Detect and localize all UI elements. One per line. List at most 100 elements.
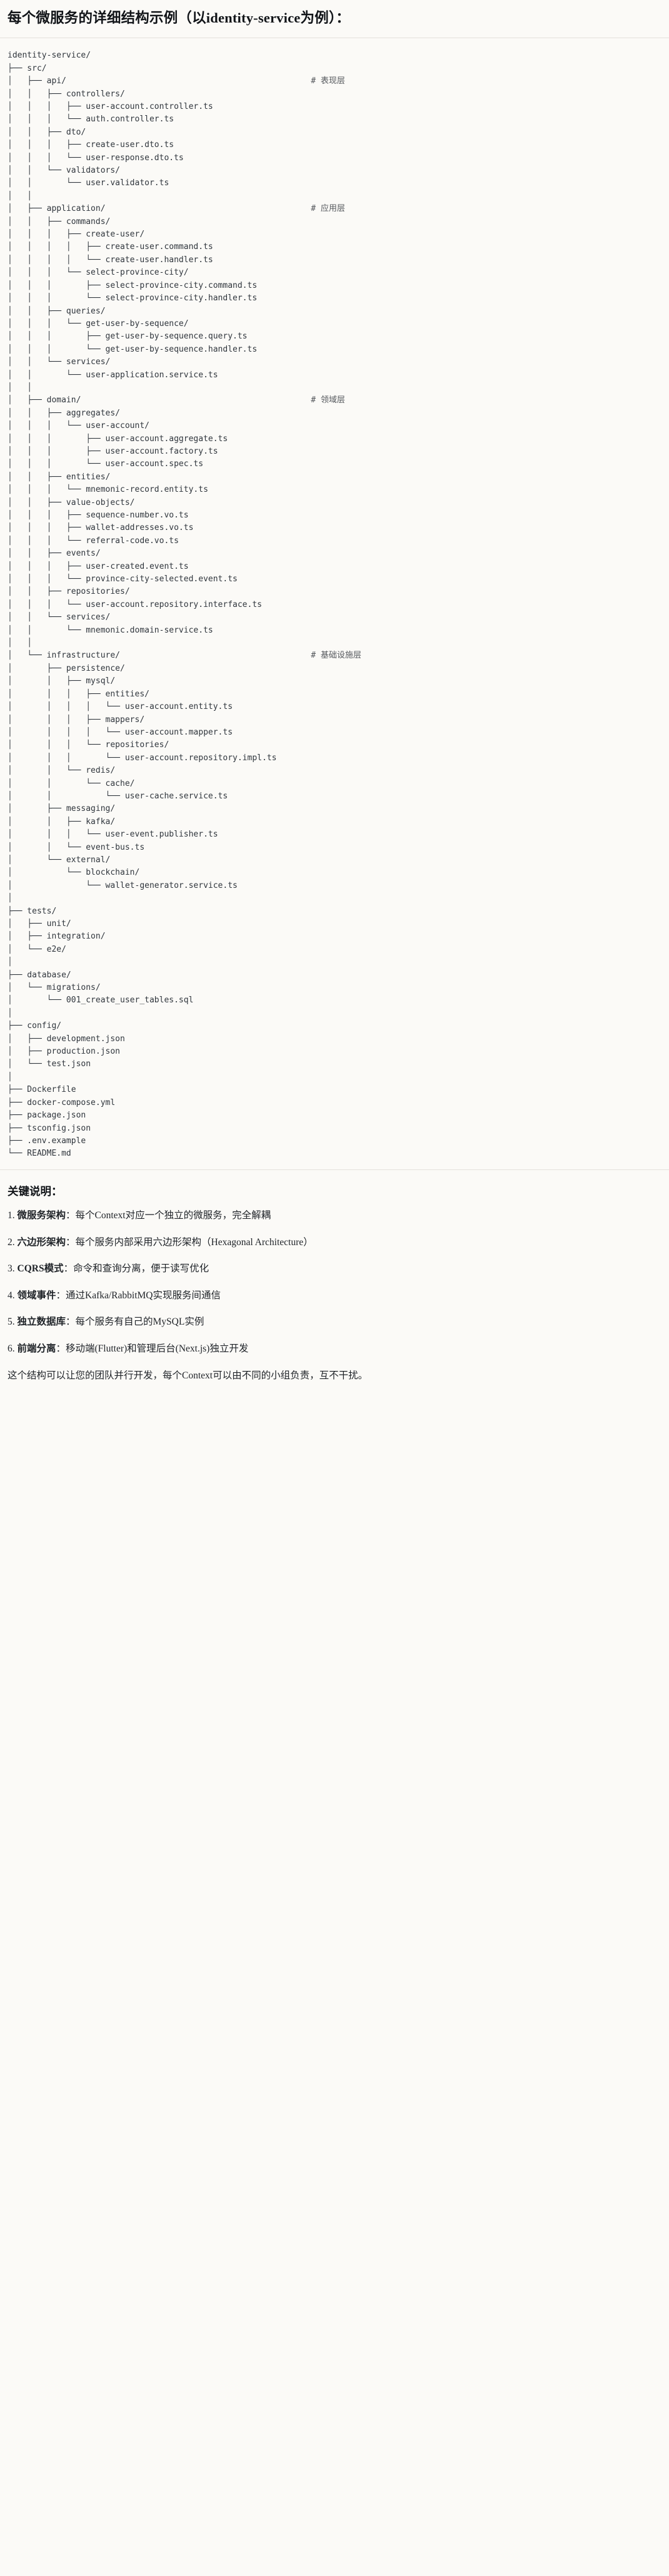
tree-line: │ │ │ └── user-event.publisher.ts xyxy=(8,830,218,840)
tree-line: │ ├── domain/ # 领域层 xyxy=(8,395,345,405)
tree-line: │ │ │ └── referral-code.vo.ts xyxy=(8,536,179,546)
tree-line: │ │ └── services/ xyxy=(8,613,111,623)
tree-line: │ │ │ ├── select-province-city.command.t… xyxy=(8,280,258,290)
tree-line: │ │ xyxy=(8,638,33,648)
tree-line: │ │ xyxy=(8,191,33,201)
tree-line: │ │ └── user-cache.service.ts xyxy=(8,791,228,801)
tree-line: │ │ └── redis/ xyxy=(8,766,116,776)
tree-line: │ │ ├── kafka/ xyxy=(8,817,116,827)
tree-line: │ ├── development.json xyxy=(8,1034,125,1044)
key-note-index: 3. xyxy=(8,1263,18,1275)
directory-tree: identity-service/ ├── src/ │ ├── api/ # 表现… xyxy=(8,49,661,1160)
key-note-description: ：通过Kafka/RabbitMQ实现服务间通信 xyxy=(56,1290,221,1301)
tree-line: │ │ │ ├── mappers/ xyxy=(8,715,145,725)
tree-line: ├── src/ xyxy=(8,63,47,73)
tree-line-comment: # 基础设施层 xyxy=(311,651,361,661)
tree-line: │ │ ├── queries/ xyxy=(8,306,106,316)
tree-line: │ │ └── user-application.service.ts xyxy=(8,370,218,380)
tree-line: │ └── migrations/ xyxy=(8,983,101,993)
tree-line: │ └── blockchain/ xyxy=(8,868,140,878)
tree-line: │ │ │ ├── get-user-by-sequence.query.ts xyxy=(8,332,248,342)
tree-line: │ │ │ └── select-province-city/ xyxy=(8,268,189,278)
tree-line: │ ├── integration/ xyxy=(8,932,106,942)
tree-line: │ │ │ ├── wallet-addresses.vo.ts xyxy=(8,523,194,533)
tree-line: │ └── e2e/ xyxy=(8,944,66,954)
key-note-item: 6. 前端分离：移动端(Flutter)和管理后台(Next.js)独立开发 xyxy=(8,1341,661,1357)
tree-line: │ xyxy=(8,957,13,967)
tree-line: │ │ xyxy=(8,382,33,392)
key-note-item: 2. 六边形架构：每个服务内部采用六边形架构（Hexagonal Archite… xyxy=(8,1235,661,1251)
tree-line: │ │ └── validators/ xyxy=(8,166,121,176)
key-note-index: 5. xyxy=(8,1316,18,1328)
tree-line: identity-service/ xyxy=(8,51,91,61)
tree-line: │ ├── unit/ xyxy=(8,919,71,929)
tree-line: │ │ └── services/ xyxy=(8,357,111,367)
key-note-item: 3. CQRS模式：命令和查询分离，便于读写优化 xyxy=(8,1261,661,1277)
tree-line: │ │ │ ├── entities/ xyxy=(8,689,149,699)
key-note-index: 2. xyxy=(8,1236,18,1248)
tree-line: │ │ │ └── user-account.repository.impl.t… xyxy=(8,753,277,763)
tree-line: │ └── external/ xyxy=(8,855,111,865)
tree-line: │ │ │ │ └── user-account.entity.ts xyxy=(8,702,233,712)
key-note-term: 领域事件 xyxy=(17,1290,56,1301)
tree-line: │ │ ├── entities/ xyxy=(8,472,111,482)
key-note-term: 六边形架构 xyxy=(17,1236,66,1248)
tree-line: │ │ └── event-bus.ts xyxy=(8,842,145,852)
tree-line: │ xyxy=(8,893,13,904)
key-note-index: 1. xyxy=(8,1210,18,1221)
tree-line-comment: # 表现层 xyxy=(311,76,345,86)
tree-line: │ │ └── mnemonic.domain-service.ts xyxy=(8,625,213,635)
tree-line: │ ├── messaging/ xyxy=(8,804,116,814)
tree-line: │ │ │ └── user-response.dto.ts xyxy=(8,153,184,163)
tree-line: ├── tsconfig.json xyxy=(8,1123,91,1133)
key-note-description: ：每个Context对应一个独立的微服务，完全解耦 xyxy=(66,1210,271,1221)
tree-line: │ │ │ ├── user-account.aggregate.ts xyxy=(8,434,228,444)
tree-line: │ │ ├── events/ xyxy=(8,549,101,559)
tree-line: │ │ │ ├── create-user.dto.ts xyxy=(8,140,174,150)
tree-line: │ │ │ └── auth.controller.ts xyxy=(8,115,174,125)
key-note-description: ：每个服务有自己的MySQL实例 xyxy=(66,1316,204,1328)
tree-line: │ │ └── user.validator.ts xyxy=(8,178,169,188)
key-note-description: ：每个服务内部采用六边形架构（Hexagonal Architecture） xyxy=(66,1236,313,1248)
tree-line: │ │ │ ├── create-user/ xyxy=(8,230,145,240)
key-note-index: 4. xyxy=(8,1290,18,1301)
key-note-description: ：移动端(Flutter)和管理后台(Next.js)独立开发 xyxy=(56,1343,249,1355)
tree-line: │ │ │ │ └── user-account.mapper.ts xyxy=(8,727,233,737)
tree-line: ├── config/ xyxy=(8,1021,62,1031)
key-note-index: 6. xyxy=(8,1343,18,1355)
tree-line: ├── package.json xyxy=(8,1111,86,1121)
tree-line: │ ├── application/ # 应用层 xyxy=(8,204,345,214)
key-note-description: ：命令和查询分离，便于读写优化 xyxy=(63,1263,209,1275)
key-note-term: 独立数据库 xyxy=(17,1316,66,1328)
tree-line-comment: # 应用层 xyxy=(311,204,345,214)
tree-line: │ │ ├── dto/ xyxy=(8,127,86,137)
tree-line: │ ├── persistence/ xyxy=(8,663,125,673)
tree-line: │ └── test.json xyxy=(8,1059,91,1069)
tree-line: │ │ ├── repositories/ xyxy=(8,587,130,597)
tree-line: │ │ │ └── get-user-by-sequence/ xyxy=(8,318,189,328)
tree-line: │ │ ├── commands/ xyxy=(8,216,111,227)
key-note-term: 微服务架构 xyxy=(17,1210,66,1221)
tree-line: │ xyxy=(8,1072,13,1082)
tree-line: │ │ │ └── select-province-city.handler.t… xyxy=(8,293,258,303)
tree-line: │ │ │ │ └── create-user.handler.ts xyxy=(8,255,213,265)
tree-line: │ └── 001_create_user_tables.sql xyxy=(8,995,194,1005)
tree-line: │ │ │ ├── user-account.controller.ts xyxy=(8,102,213,111)
key-note-item: 1. 微服务架构：每个Context对应一个独立的微服务，完全解耦 xyxy=(8,1208,661,1224)
key-notes-closing: 这个结构可以让您的团队并行开发，每个Context可以由不同的小组负责，互不干扰… xyxy=(8,1370,368,1381)
tree-line: │ │ │ └── province-city-selected.event.t… xyxy=(8,574,238,584)
tree-line: │ ├── api/ # 表现层 xyxy=(8,76,345,86)
key-notes-title: 关键说明： xyxy=(8,1184,63,1198)
tree-line: ├── Dockerfile xyxy=(8,1085,76,1095)
tree-line: │ │ │ └── mnemonic-record.entity.ts xyxy=(8,485,208,495)
key-note-item: 5. 独立数据库：每个服务有自己的MySQL实例 xyxy=(8,1314,661,1330)
key-note-item: 4. 领域事件：通过Kafka/RabbitMQ实现服务间通信 xyxy=(8,1288,661,1304)
key-notes-section: 关键说明： 1. 微服务架构：每个Context对应一个独立的微服务，完全解耦 2… xyxy=(0,1170,669,1402)
tree-line: │ │ │ └── repositories/ xyxy=(8,740,169,750)
tree-line: ├── database/ xyxy=(8,970,71,980)
tree-line: │ │ │ └── get-user-by-sequence.handler.t… xyxy=(8,344,258,354)
tree-line: │ │ └── cache/ xyxy=(8,778,135,788)
tree-line: └── README.md xyxy=(8,1149,71,1159)
tree-line: │ │ ├── value-objects/ xyxy=(8,497,135,507)
tree-line: │ │ │ ├── user-account.factory.ts xyxy=(8,446,218,456)
